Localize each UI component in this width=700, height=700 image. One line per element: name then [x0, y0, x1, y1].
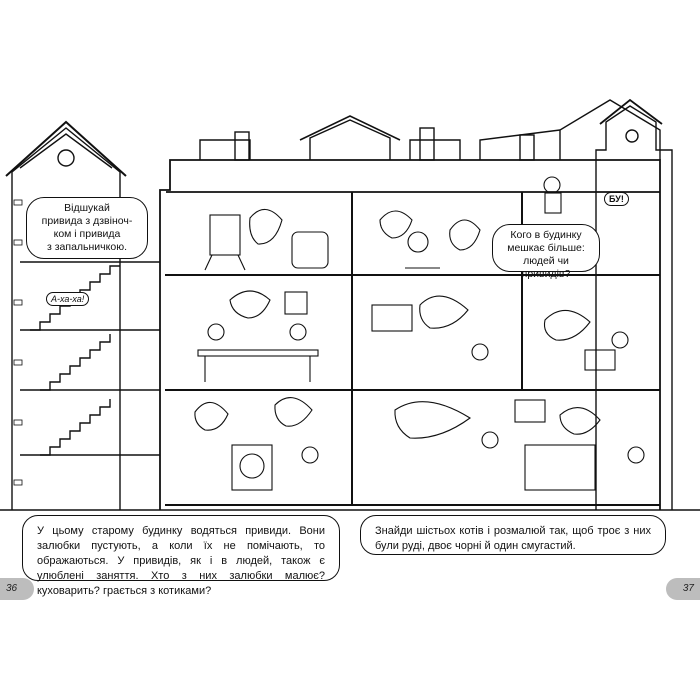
boo-speech: БУ!	[604, 192, 629, 206]
find-ghosts-bubble: Відшукай привида з дзвіноч- ком і привид…	[26, 197, 148, 259]
who-more-bubble: Кого в будинку мешкає більше: людей чи п…	[492, 224, 600, 280]
right-task-box: Знайди шістьох котів і розмалюй так, щоб…	[360, 515, 666, 555]
room-details	[194, 176, 645, 491]
page-number-right: 37	[666, 578, 700, 600]
left-tower	[5, 120, 160, 510]
main-building	[159, 99, 661, 510]
left-description-box: У цьому старому будинку водяться привиди…	[22, 515, 340, 597]
right-tower	[595, 98, 673, 510]
page-number-left: 36	[0, 578, 34, 600]
aha-speech: А-ха-ха!	[46, 292, 90, 306]
